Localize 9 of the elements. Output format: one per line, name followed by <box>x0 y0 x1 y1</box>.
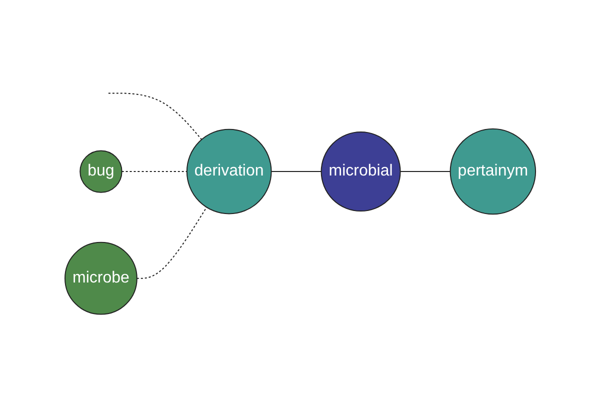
connector <box>136 206 207 279</box>
node-circle: microbe <box>64 242 138 315</box>
node-circle: pertainym <box>450 128 536 215</box>
connector <box>108 92 202 140</box>
connector <box>270 171 322 172</box>
connector <box>400 171 451 172</box>
node-circle: microbial <box>320 132 401 212</box>
node-circle: derivation <box>186 128 272 214</box>
node-circle: bug <box>79 150 122 193</box>
